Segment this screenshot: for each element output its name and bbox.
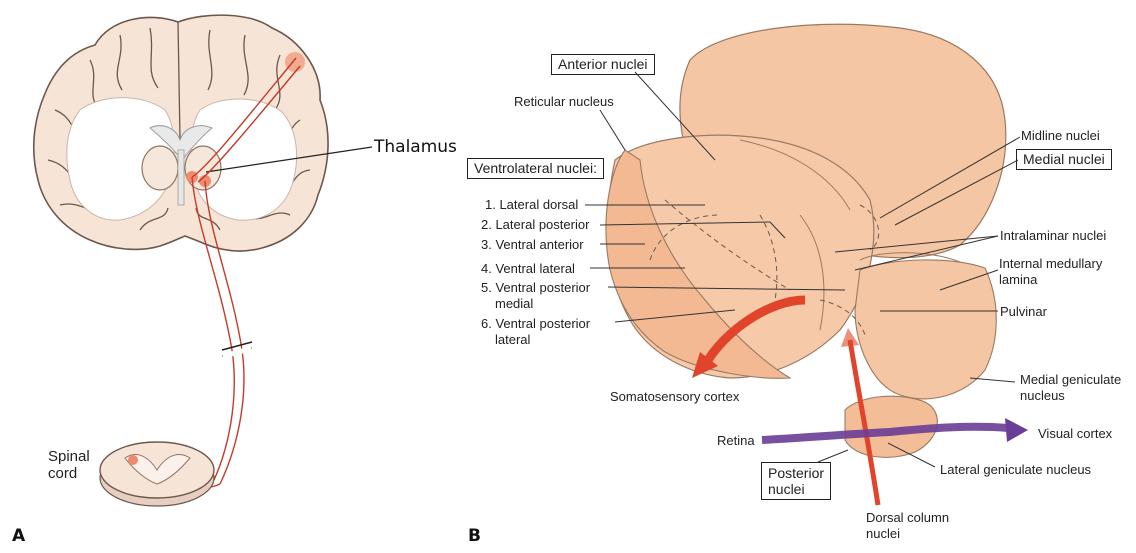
panel-label-a: A (12, 526, 25, 546)
midline-nuclei-label: Midline nuclei (1021, 128, 1100, 143)
third-ventricle (178, 150, 184, 205)
cortex-target (285, 52, 305, 72)
medial-geniculate-line2: nucleus (1020, 388, 1065, 403)
intralaminar-nuclei-label: Intralaminar nuclei (1000, 228, 1106, 243)
vl-item-5a: 5. Ventral posterior (481, 280, 590, 295)
reticular-nucleus-label: Reticular nucleus (514, 94, 614, 109)
retina-label: Retina (717, 433, 755, 448)
posterior-nuclei-line1: Posterior (768, 465, 824, 481)
posterior-nuclei-line2: nuclei (768, 481, 824, 497)
anterior-nuclei-label: Anterior nuclei (551, 54, 655, 75)
thalamus-left (142, 146, 178, 190)
medial-nuclei-label: Medial nuclei (1016, 149, 1112, 170)
spinal-cord-section (100, 442, 214, 506)
visual-arrow-head (1005, 418, 1028, 442)
visual-cortex-label: Visual cortex (1038, 426, 1112, 441)
internal-medullary-line2: lamina (999, 272, 1037, 287)
somatosensory-cortex-label: Somatosensory cortex (610, 389, 739, 404)
posterior-nuclei-label: Posterior nuclei (761, 462, 831, 500)
vl-item-2: 2. Lateral posterior (481, 217, 589, 232)
pulvinar-label: Pulvinar (1000, 304, 1047, 319)
spinal-label-line2: cord (48, 465, 90, 482)
vl-item-5b: medial (495, 296, 533, 311)
internal-medullary-line1: Internal medullary (999, 256, 1102, 271)
vl-item-6a: 6. Ventral posterior (481, 316, 590, 331)
spinal-cord-label: Spinal cord (48, 448, 90, 482)
panel-label-b: B (468, 526, 481, 546)
ventrolateral-nuclei-label: Ventrolateral nuclei: (467, 158, 604, 179)
dorsal-column-line1: Dorsal column (866, 510, 949, 525)
vl-item-4: 4. Ventral lateral (481, 261, 575, 276)
vl-item-1: 1. Lateral dorsal (485, 197, 578, 212)
vl-item-6b: lateral (495, 332, 530, 347)
thalamus-label: Thalamus (374, 137, 457, 157)
lateral-geniculate-label: Lateral geniculate nucleus (940, 462, 1091, 477)
spinal-label-line1: Spinal (48, 448, 90, 465)
brain-coronal-section (34, 15, 372, 251)
medial-geniculate-line1: Medial geniculate (1020, 372, 1121, 387)
dorsal-column-line2: nuclei (866, 526, 900, 541)
vl-item-3: 3. Ventral anterior (481, 237, 584, 252)
